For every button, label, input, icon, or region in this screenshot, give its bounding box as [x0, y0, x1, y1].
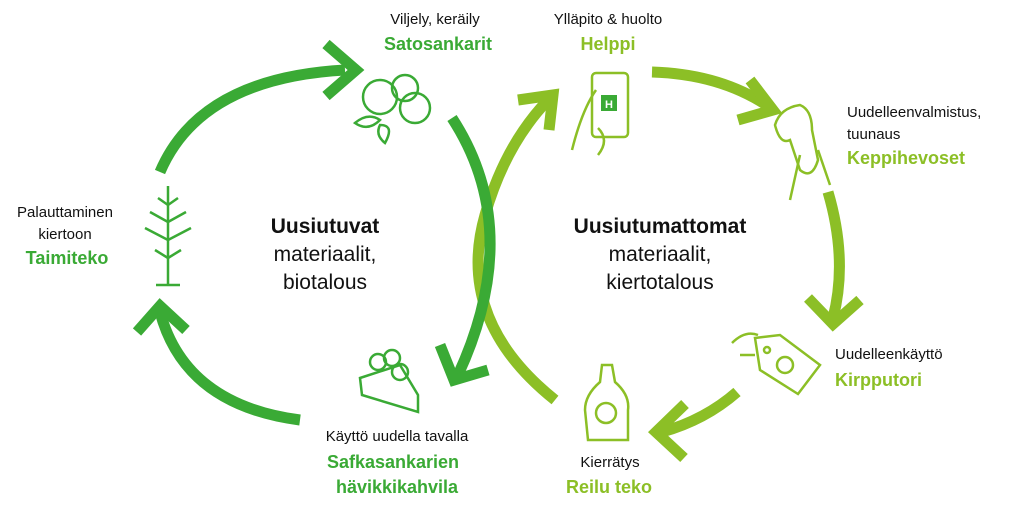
- arrowhead-icon: [804, 294, 864, 332]
- arrow-newuse-to-return: [154, 310, 301, 426]
- arrowhead-icon: [517, 88, 560, 131]
- renewable-line2: biotalous: [282, 271, 368, 294]
- stage-name-satosankarit: Satosankarit: [383, 34, 493, 54]
- arrowhead-icon: [648, 400, 689, 463]
- price-tag-icon: [731, 332, 822, 396]
- helppi-logo-text: H: [605, 99, 613, 111]
- arrow-remanufacture-to-reuse: [822, 190, 845, 320]
- arrowhead-icon: [322, 39, 365, 101]
- stage-name-reilu-teko: Reilu teko: [565, 477, 653, 497]
- cake-icon: [358, 348, 420, 414]
- renewable-title: Uusiutuvat: [270, 215, 380, 238]
- stage-label-reuse: Uudelleenkäyttö: [835, 346, 943, 363]
- stage-name-keppihevoset: Keppihevoset: [847, 148, 966, 168]
- stage-name-kirpputori: Kirpputori: [835, 370, 922, 390]
- stage-label-remanufacture: Uudelleenvalmistus,: [847, 104, 982, 121]
- nonrenewable-title: Uusiutumattomat: [573, 215, 747, 238]
- stage-name-havikkikahvila: hävikkikahvila: [335, 477, 459, 497]
- stage-name-taimiteko: Taimiteko: [25, 248, 109, 268]
- renewable-center-label: Uusiutuvat materiaalit, biotalous: [271, 213, 380, 297]
- arrowhead-icon: [736, 76, 783, 126]
- nonrenewable-center-label: Uusiutumattomat materiaalit, kiertotalou…: [574, 213, 747, 297]
- recycle-bag-icon: [583, 363, 630, 442]
- arrow-recycle-to-maintenance: [472, 96, 559, 405]
- stage-label-new-use: Käyttö uudella tavalla: [325, 428, 469, 445]
- arrowhead-icon: [434, 342, 490, 387]
- stage-label-to-cycle: kiertoon: [38, 226, 92, 243]
- nonrenewable-line1: materiaalit,: [608, 243, 712, 266]
- berries-icon: [352, 73, 432, 145]
- seedling-icon: [144, 186, 192, 287]
- stage-label-recycling: Kierrätys: [580, 454, 640, 471]
- hobby-horse-icon: [773, 103, 832, 201]
- stage-name-helppi: Helppi: [580, 34, 636, 54]
- stage-label-customizing: tuunaus: [847, 126, 901, 143]
- arrow-maintenance-to-remanufacture: [651, 66, 772, 111]
- arrow-reuse-to-recycle: [660, 387, 741, 438]
- stage-label-harvest: Viljely, keräily: [390, 11, 480, 28]
- stage-label-return: Palauttaminen: [17, 204, 113, 221]
- arrowhead-icon: [132, 298, 190, 336]
- phone-icon: [570, 71, 630, 156]
- nonrenewable-line2: kiertotalous: [606, 271, 714, 294]
- arrow-return-to-harvest: [154, 64, 346, 175]
- renewable-line1: materiaalit,: [273, 243, 377, 266]
- stage-label-maintenance: Ylläpito & huolto: [553, 11, 663, 28]
- helppi-logo: [601, 95, 617, 111]
- stage-name-safkasankarien: Safkasankarien: [326, 452, 460, 472]
- arrow-harvest-to-newuse: [447, 114, 496, 378]
